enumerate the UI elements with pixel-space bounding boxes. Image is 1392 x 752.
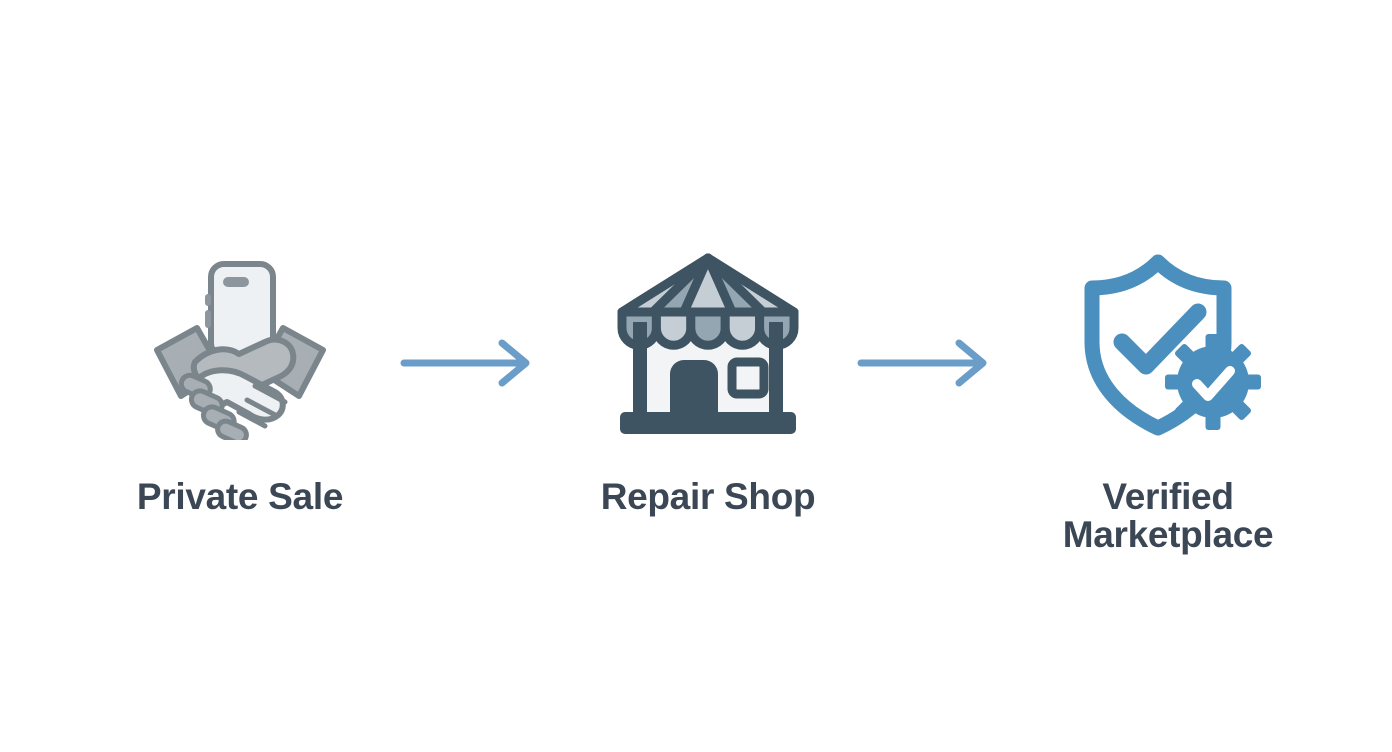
flow-step-verified-marketplace: Verified Marketplace [1018, 250, 1318, 553]
flow-connector-2 [855, 338, 995, 393]
flow-step-private-sale: Private Sale [90, 250, 390, 516]
step-label-repair-shop: Repair Shop [600, 476, 816, 517]
handshake-phone-icon [154, 261, 326, 440]
step-label-private-sale: Private Sale [136, 476, 344, 517]
storefront-icon [617, 253, 799, 434]
arrow-right-icon [857, 339, 987, 387]
gear-badge [1165, 334, 1261, 430]
flow-connector-1 [398, 338, 538, 393]
step-icon-container [135, 250, 345, 440]
flow-step-repair-shop: Repair Shop [558, 250, 858, 516]
shield-check-gear-icon [1084, 254, 1261, 436]
step-icon-container [1068, 250, 1268, 440]
step-label-verified-marketplace: Verified Marketplace [1062, 476, 1274, 555]
step-icon-container [608, 250, 808, 440]
arrow-right-icon [400, 339, 530, 387]
